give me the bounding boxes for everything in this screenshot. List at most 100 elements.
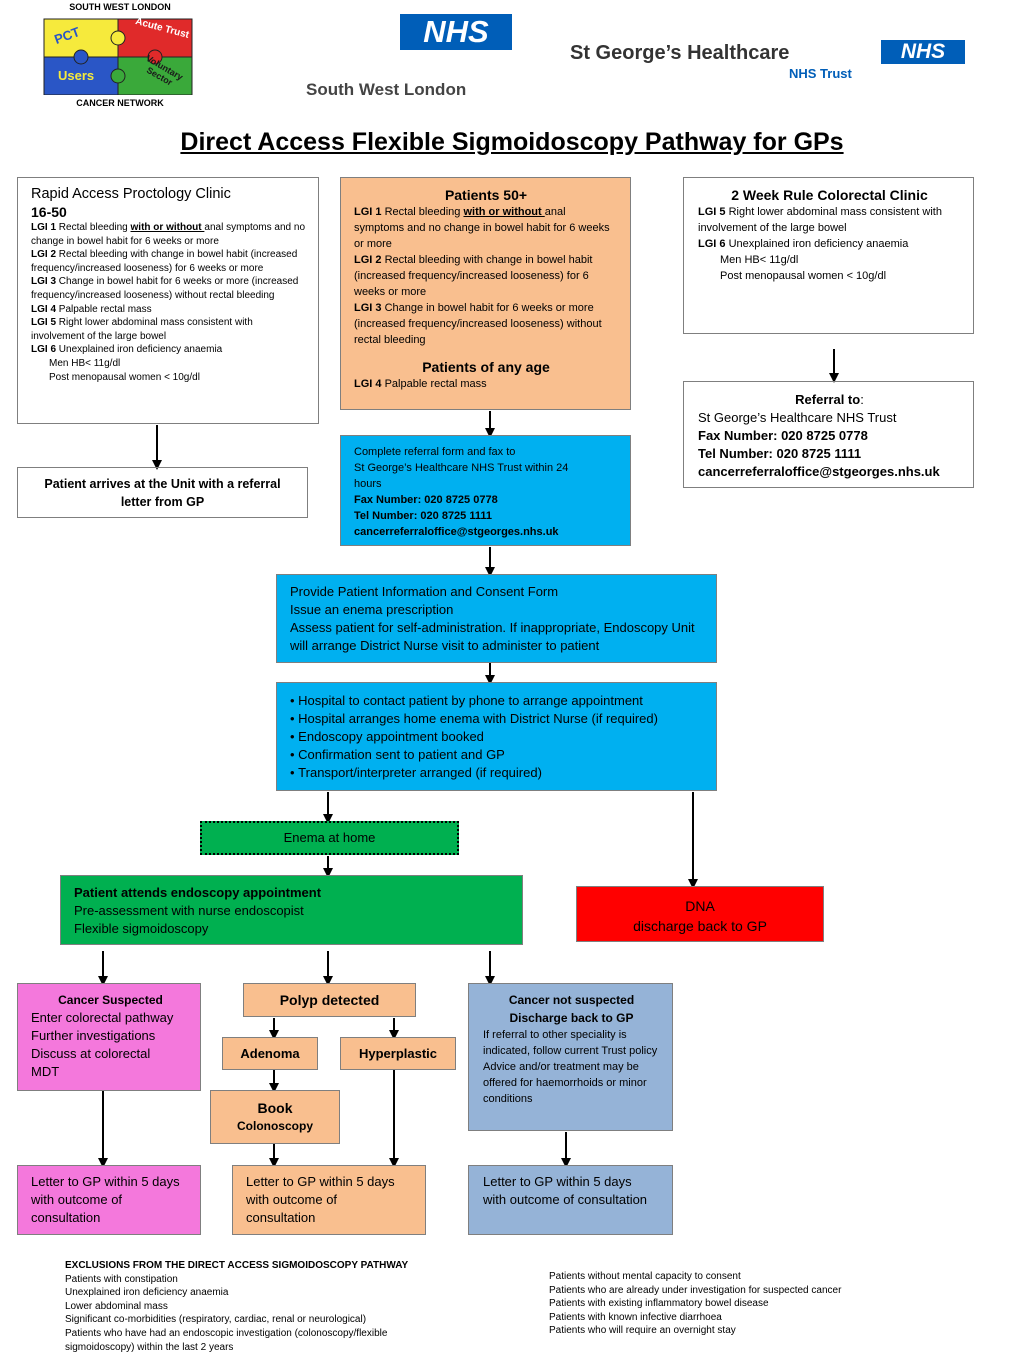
patients-any-age-heading: Patients of any age	[422, 359, 550, 375]
hyperplastic-box: Hyperplastic	[340, 1037, 456, 1070]
puzzle-logo-icon	[43, 18, 193, 95]
not-suspected-heading2: Discharge back to GP	[509, 1011, 634, 1025]
exclusion-item: Patients who are already under investiga…	[549, 1284, 842, 1296]
complete-fax: Fax Number: 020 8725 0778	[354, 494, 498, 506]
cancer-suspected-box: Cancer Suspected Enter colorectal pathwa…	[17, 983, 201, 1091]
not-suspected-heading1: Cancer not suspected	[508, 993, 635, 1007]
p50-lgi2: LGI 2 Rectal bleeding with change in bow…	[354, 254, 593, 298]
patients-50-box: Patients 50+ LGI 1 Rectal bleeding with …	[340, 177, 631, 410]
exclusion-item: Patients without mental capacity to cons…	[549, 1271, 741, 1282]
rapid-age: 16-50	[31, 204, 67, 220]
patient-arrives-box: Patient arrives at the Unit with a refer…	[17, 467, 308, 518]
polyp-detected-box: Polyp detected	[243, 983, 416, 1017]
letter-to-gp-middle: Letter to GP within 5 days with outcome …	[232, 1165, 426, 1235]
exclusion-item: Patients who have had an endoscopic inve…	[65, 1327, 388, 1353]
provide-line1: Provide Patient Information and Consent …	[290, 584, 559, 599]
complete-email: cancerreferraloffice@stgeorges.nhs.uk	[354, 526, 559, 538]
st-georges-nhs-badge: NHS	[881, 40, 965, 64]
nhs-badge: NHS	[400, 14, 512, 50]
two-week-lgi5: LGI 5 Right lower abdominal mass consist…	[698, 206, 942, 234]
exclusion-item: Lower abdominal mass	[65, 1300, 168, 1312]
rapid-men: Men HB< 11g/dl	[49, 357, 121, 369]
patient-attends-box: Patient attends endoscopy appointment Pr…	[60, 875, 523, 945]
p50-lgi3: LGI 3 Change in bowel habit for 6 weeks …	[354, 302, 602, 346]
letter-to-gp-left: Letter to GP within 5 days with outcome …	[17, 1165, 201, 1235]
referral-fax: Fax Number: 020 8725 0778	[698, 428, 868, 443]
referral-to-box: Referral to: St George’s Healthcare NHS …	[683, 381, 974, 488]
exclusion-item: Patients with constipation	[65, 1273, 178, 1285]
exclusion-item: Significant co-morbidities (respiratory,…	[65, 1314, 367, 1326]
exclusions-heading: EXCLUSIONS FROM THE DIRECT ACCESS SIGMOI…	[65, 1260, 409, 1271]
cancer-not-suspected-box: Cancer not suspected Discharge back to G…	[468, 983, 673, 1131]
rapid-access-box: Rapid Access Proctology Clinic 16-50 LGI…	[17, 177, 319, 424]
complete-line1: Complete referral form and fax to	[354, 446, 516, 458]
letter-to-gp-right: Letter to GP within 5 days with outcome …	[468, 1165, 673, 1235]
exclusion-item: Unexplained iron deficiency anaemia	[65, 1287, 229, 1299]
hospital-actions-box: Hospital to contact patient by phone to …	[276, 682, 717, 791]
book-line2: Colonoscopy	[236, 1119, 313, 1133]
hospital-item: Hospital to contact patient by phone to …	[290, 692, 706, 710]
puzzle-piece-users: Users	[58, 68, 95, 83]
referral-heading: Referral to:	[795, 392, 864, 407]
referral-email: cancerreferraloffice@stgeorges.nhs.uk	[698, 464, 940, 479]
exclusions-right: Patients without mental capacity to cons…	[549, 1270, 969, 1338]
page-title: Direct Access Flexible Sigmoidoscopy Pat…	[180, 128, 844, 156]
cancer-suspected-line3: Discuss at colorectal MDT	[31, 1046, 151, 1079]
nhs-swl-subtitle: South West London	[306, 80, 467, 99]
attends-line1: Patient attends endoscopy appointment	[74, 885, 322, 900]
not-suspected-text1: If referral to other speciality is indic…	[483, 1029, 658, 1057]
p50-lgi4: LGI 4 Palpable rectal mass	[354, 378, 487, 390]
hospital-item: Transport/interpreter arranged (if requi…	[290, 764, 706, 782]
enema-at-home-box: Enema at home	[200, 821, 459, 855]
rapid-lgi3: LGI 3 Change in bowel habit for 6 weeks …	[31, 276, 299, 301]
exclusion-item: Patients with existing inflammatory bowe…	[549, 1298, 769, 1310]
cancer-suspected-heading: Cancer Suspected	[58, 993, 163, 1007]
complete-referral-box: Complete referral form and fax to St Geo…	[340, 435, 631, 546]
two-week-lgi6: LGI 6 Unexplained iron deficiency anaemi…	[698, 238, 909, 250]
book-colonoscopy-box: Book Colonoscopy	[210, 1090, 340, 1144]
rapid-heading: Rapid Access Proctology Clinic	[31, 186, 231, 202]
dna-box: DNA discharge back to GP	[576, 886, 824, 942]
referral-tel: Tel Number: 020 8725 1111	[698, 446, 862, 461]
two-week-women: Post menopausal women < 10g/dl	[720, 270, 887, 282]
rapid-lgi2: LGI 2 Rectal bleeding with change in bow…	[31, 249, 298, 274]
rapid-lgi4: LGI 4 Palpable rectal mass	[31, 303, 152, 315]
complete-line2: St George’s Healthcare NHS Trust within …	[354, 462, 569, 490]
st-georges-trust: NHS Trust	[789, 66, 852, 81]
nhs-swl-logo: NHS South West London	[300, 14, 515, 100]
two-week-heading: 2 Week Rule Colorectal Clinic	[731, 187, 928, 203]
p50-lgi1: LGI 1 Rectal bleeding with or without an…	[354, 206, 610, 250]
attends-line2: Pre-assessment with nurse endoscopist	[74, 903, 304, 918]
adenoma-box: Adenoma	[222, 1037, 318, 1070]
dna-line1: DNA	[685, 898, 715, 914]
exclusion-item: Patients who will require an overnight s…	[549, 1325, 736, 1337]
rapid-lgi5: LGI 5 Right lower abdominal mass consist…	[31, 317, 253, 342]
cancer-suspected-line2: Further investigations	[31, 1028, 156, 1043]
rapid-women: Post menopausal women < 10g/dl	[49, 371, 200, 383]
hospital-item: Confirmation sent to patient and GP	[290, 746, 706, 764]
exclusions-left: EXCLUSIONS FROM THE DIRECT ACCESS SIGMOI…	[65, 1259, 465, 1354]
two-week-rule-box: 2 Week Rule Colorectal Clinic LGI 5 Righ…	[683, 177, 974, 334]
not-suspected-text2: Advice and/or treatment may be offered f…	[483, 1061, 647, 1105]
hospital-item: Endoscopy appointment booked	[290, 728, 706, 746]
st-georges-name: St George’s Healthcare	[570, 42, 790, 64]
st-georges-logo: St George’s Healthcare NHS Trust NHS	[570, 38, 970, 84]
network-logo-line2: CANCER NETWORK	[76, 98, 164, 108]
network-logo: SOUTH WEST LONDON PCT Acute Trust Users …	[40, 2, 200, 110]
hospital-item: Hospital arranges home enema with Distri…	[290, 710, 706, 728]
dna-line2: discharge back to GP	[633, 918, 767, 934]
rapid-lgi6: LGI 6 Unexplained iron deficiency anaemi…	[31, 344, 223, 356]
rapid-lgi1: LGI 1 Rectal bleeding with or without an…	[31, 222, 306, 247]
exclusion-item: Patients with known infective diarrhoea	[549, 1311, 722, 1323]
cancer-suspected-line1: Enter colorectal pathway	[31, 1010, 174, 1025]
network-logo-line1: SOUTH WEST LONDON	[69, 2, 171, 12]
provide-line2: Issue an enema prescription	[290, 602, 454, 617]
complete-tel: Tel Number: 020 8725 1111	[354, 510, 492, 522]
book-line1: Book	[257, 1100, 293, 1116]
attends-line3: Flexible sigmoidoscopy	[74, 921, 209, 936]
provide-information-box: Provide Patient Information and Consent …	[276, 574, 717, 663]
two-week-men: Men HB< 11g/dl	[720, 254, 799, 266]
provide-line3: Assess patient for self-administration. …	[290, 620, 695, 653]
referral-org: St George’s Healthcare NHS Trust	[698, 410, 897, 425]
